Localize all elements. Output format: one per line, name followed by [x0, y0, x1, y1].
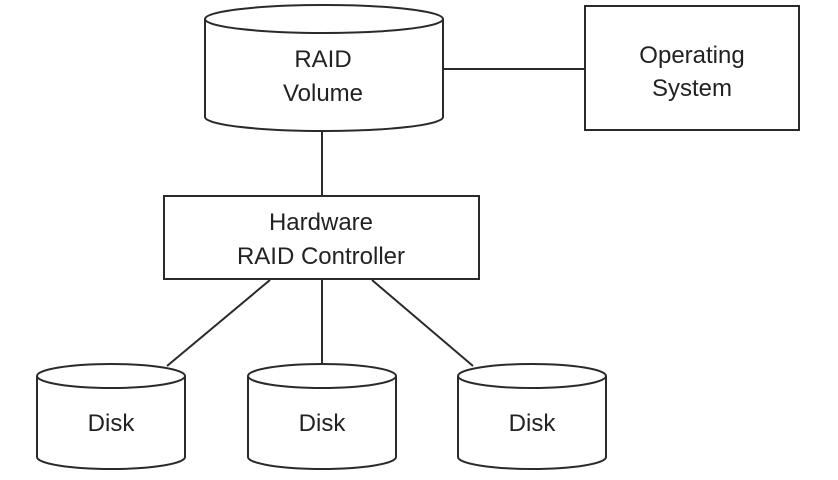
disk-3-label: Disk [509, 410, 557, 437]
controller-box [163, 195, 480, 280]
operating-system-label-line1: Operating [639, 42, 744, 69]
disk-1-body [36, 376, 186, 470]
disk-2-label: Disk [299, 410, 347, 437]
raid-volume-label-line1: RAID [294, 46, 351, 73]
controller-label-line2: RAID Controller [237, 243, 405, 270]
controller-label-line1: Hardware [269, 209, 373, 236]
raid-volume-label-line2: Volume [283, 80, 363, 107]
operating-system-label-line2: System [652, 75, 732, 102]
disk-node-2: Disk [247, 363, 397, 470]
disk-1-top [36, 363, 186, 389]
disk-2-body [247, 376, 397, 470]
edge-controller-to-disk-1 [166, 279, 271, 367]
controller-node: Hardware RAID Controller [163, 195, 480, 280]
disk-node-1: Disk [36, 363, 186, 470]
disk-3-body [457, 376, 607, 470]
edge-controller-to-disk-3 [371, 279, 474, 367]
raid-volume-top [204, 4, 444, 34]
disk-2-top [247, 363, 397, 389]
operating-system-box [584, 5, 800, 131]
disk-node-3: Disk [457, 363, 607, 470]
disk-1-label: Disk [88, 410, 136, 437]
operating-system-node: Operating System [584, 5, 800, 131]
disk-3-top [457, 363, 607, 389]
raid-volume-body [204, 19, 444, 132]
raid-volume-node: RAID Volume [204, 4, 444, 132]
